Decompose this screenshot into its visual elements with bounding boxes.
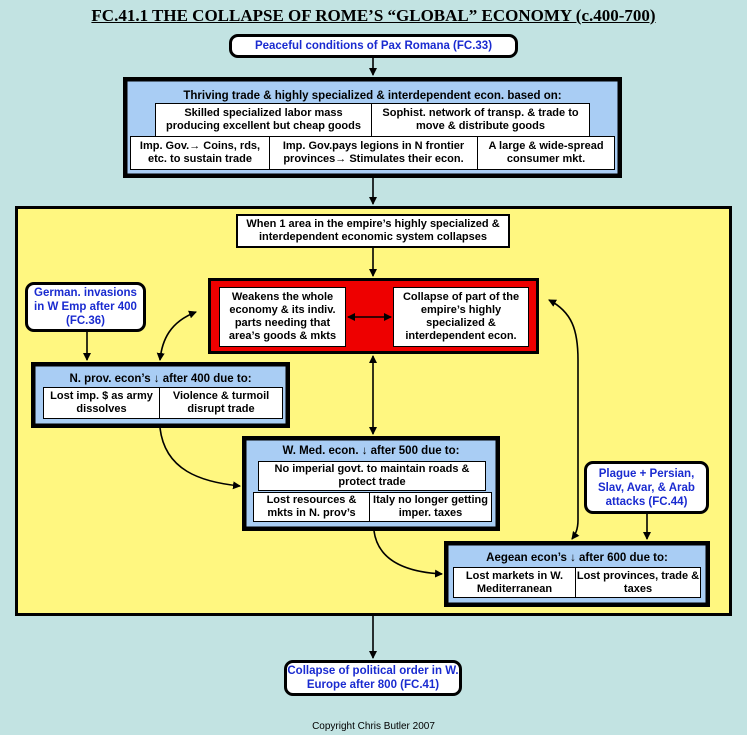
thriving-cell-market: A large & wide-spread consumer mkt.	[477, 136, 615, 170]
collapse-part-box: Collapse of part of the empire’s highly …	[393, 287, 529, 347]
aegean-cell-provinces: Lost provinces, trade & taxes	[575, 567, 701, 598]
arrow-red-to-aegean	[548, 299, 580, 540]
thriving-trade-header: Thriving trade & highly specialized & in…	[183, 90, 562, 102]
arrow-red-to-nprov	[156, 310, 197, 361]
west-med-cell-resources: Lost resources & mkts in N. prov’s	[253, 492, 370, 522]
arrow-wmed-to-aegean	[373, 530, 443, 578]
thriving-cell-coins: Imp. Gov.→ Coins, rds, etc. to sustain t…	[130, 136, 270, 170]
aegean-cell-markets: Lost markets in W. Mediterranean	[453, 567, 576, 598]
north-prov-cell-violence: Violence & turmoil disrupt trade	[159, 387, 283, 419]
page-title: FC.41.1 THE COLLAPSE OF ROME’S “GLOBAL” …	[91, 6, 656, 25]
north-prov-header: N. prov. econ’s ↓ after 400 due to:	[69, 373, 252, 385]
pax-romana-box: Peaceful conditions of Pax Romana (FC.33…	[229, 34, 518, 58]
west-med-cell-roads: No imperial govt. to maintain roads & pr…	[258, 461, 486, 491]
north-prov-cell-money: Lost imp. $ as army dissolves	[43, 387, 160, 419]
weakens-box: Weakens the whole economy & its indiv. p…	[219, 287, 346, 347]
copyright-text: Copyright Chris Butler 2007	[312, 721, 435, 732]
west-med-header: W. Med. econ. ↓ after 500 due to:	[282, 445, 460, 457]
arrow-nprov-to-wmed	[159, 427, 241, 490]
german-invasions-box: German. invasions in W Emp after 400 (FC…	[25, 282, 146, 332]
thriving-cell-legions: Imp. Gov.pays legions in N frontier prov…	[269, 136, 478, 170]
plague-box: Plague + Persian, Slav, Avar, & Arab att…	[584, 461, 709, 514]
west-med-cell-italy: Italy no longer getting imper. taxes	[369, 492, 492, 522]
thriving-cell-transport: Sophist. network of transp. & trade to m…	[371, 103, 590, 137]
when-collapse-box: When 1 area in the empire’s highly speci…	[236, 214, 510, 248]
political-order-box: Collapse of political order in W. Europe…	[284, 660, 462, 696]
aegean-header: Aegean econ’s ↓ after 600 due to:	[486, 552, 668, 564]
